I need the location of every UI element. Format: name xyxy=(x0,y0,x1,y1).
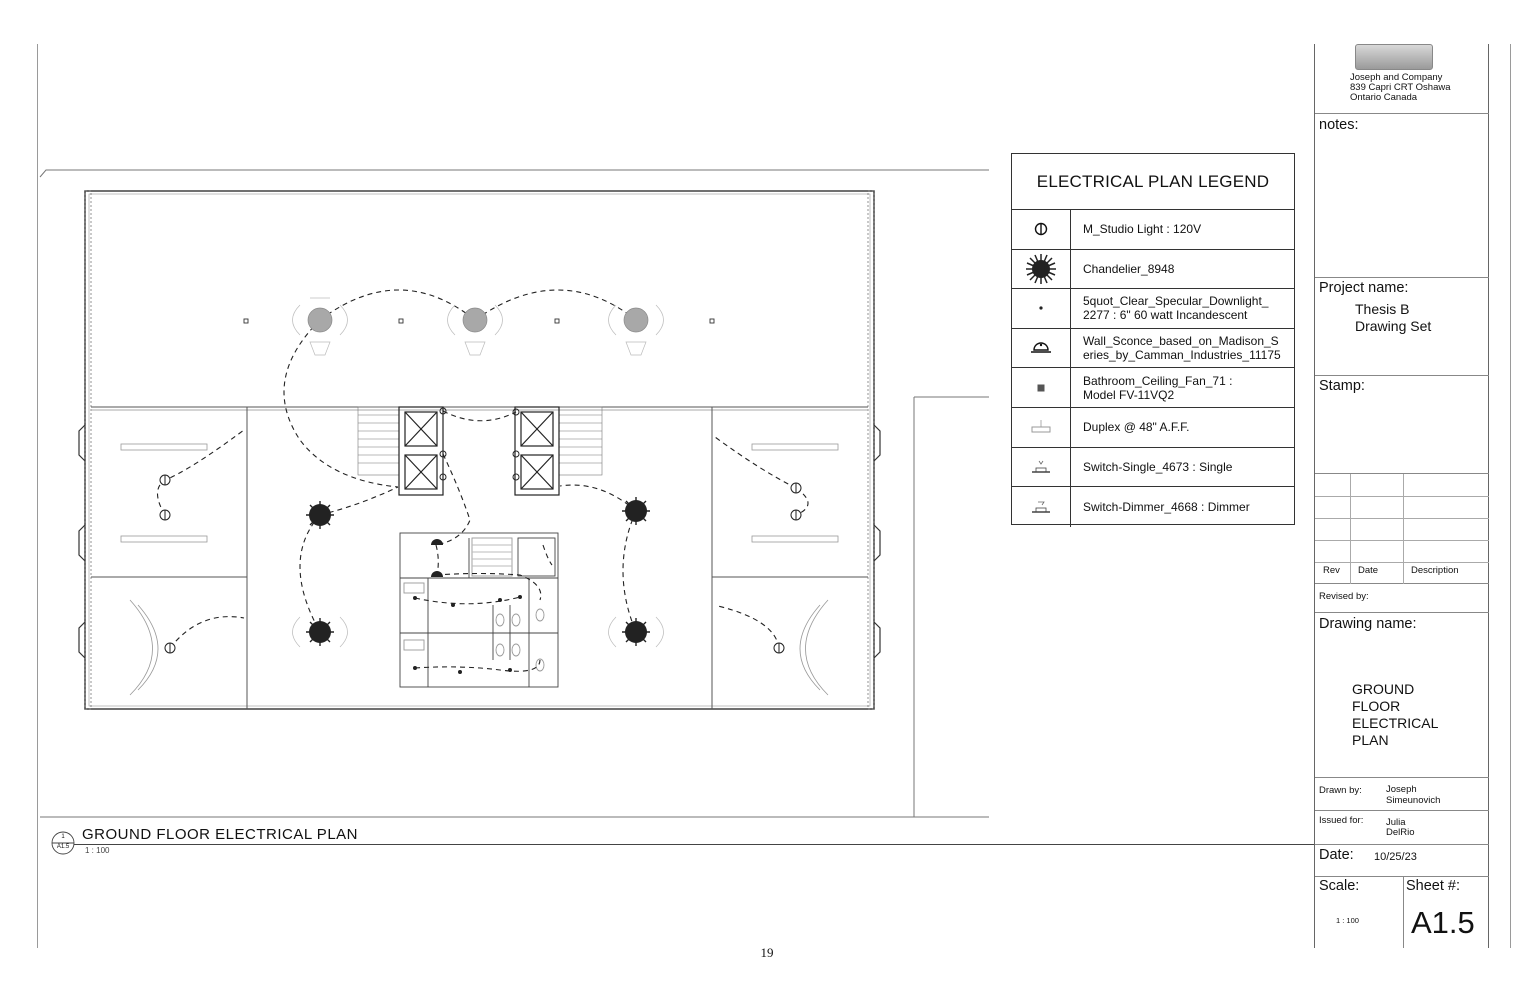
drawn-by-cell: Drawn by: Joseph Simeunovich xyxy=(1315,778,1489,811)
date-label: Date: xyxy=(1319,847,1354,863)
legend-row: Duplex @ 48" A.F.F. xyxy=(1012,407,1294,448)
chandelier-icon xyxy=(1012,249,1071,289)
scale-divider xyxy=(1403,877,1404,948)
legend-row: M_Studio Light : 120V xyxy=(1012,210,1294,250)
switch-single-icon xyxy=(1012,447,1071,487)
rev-header: Rev xyxy=(1323,565,1340,576)
date-value: 10/25/23 xyxy=(1374,851,1417,863)
project-name-line1: Thesis B xyxy=(1355,301,1410,317)
scale-label: Scale: xyxy=(1319,878,1360,894)
rev-line xyxy=(1315,518,1489,519)
legend-row: Wall_Sconce_based_on_Madison_S eries_by_… xyxy=(1012,328,1294,369)
plan-scale: 1 : 100 xyxy=(85,846,110,855)
page-number: 19 xyxy=(760,945,774,960)
legend-label: Switch-Dimmer_4668 : Dimmer xyxy=(1083,499,1250,514)
page-border-left xyxy=(37,44,38,948)
company-address: 839 Capri CRT Oshawa xyxy=(1350,82,1451,93)
description-header: Description xyxy=(1411,565,1459,576)
legend-row: 5quot_Clear_Specular_Downlight_ 2277 : 6… xyxy=(1012,289,1294,329)
legend-label: 5quot_Clear_Specular_Downlight_ 2277 : 6… xyxy=(1083,294,1269,323)
legend-title: ELECTRICAL PLAN LEGEND xyxy=(1012,154,1294,210)
legend-label: Switch-Single_4673 : Single xyxy=(1083,459,1233,474)
notes-label: notes: xyxy=(1319,117,1359,133)
legend-row: Chandelier_8948 xyxy=(1012,249,1294,290)
drawing-name-cell: Drawing name: GROUND FLOOR ELECTRICAL PL… xyxy=(1315,613,1489,778)
downlight-icon xyxy=(1012,289,1071,328)
legend-label: Duplex @ 48" A.F.F. xyxy=(1083,420,1190,435)
drawn-by-line2: Simeunovich xyxy=(1386,795,1441,806)
rev-line xyxy=(1315,496,1489,497)
studio-light-icon xyxy=(1012,210,1071,249)
ceiling-fan-icon xyxy=(1012,368,1071,407)
revised-by-cell: Revised by: xyxy=(1315,584,1489,613)
drawing-name-label: Drawing name: xyxy=(1319,616,1417,632)
legend-label: Bathroom_Ceiling_Fan_71 : Model FV-11VQ2 xyxy=(1083,373,1233,402)
project-name-line2: Drawing Set xyxy=(1355,318,1432,334)
date-header: Date xyxy=(1358,565,1379,576)
section-ref-top: 1 xyxy=(61,834,65,840)
duplex-icon xyxy=(1012,407,1071,447)
rev-line xyxy=(1315,562,1489,563)
wall-sconce-icon xyxy=(1012,328,1071,368)
title-rule xyxy=(52,844,1314,845)
revised-by-label: Revised by: xyxy=(1319,591,1369,602)
legend-row: Switch-Single_4673 : Single xyxy=(1012,447,1294,488)
issued-for-line2: DelRio xyxy=(1386,827,1415,838)
drawn-by-line1: Joseph xyxy=(1386,784,1417,795)
rev-grid: Rev Date Description xyxy=(1315,474,1489,584)
scale-sheet-cell: Scale: 1 : 100 Sheet #: A1.5 xyxy=(1315,877,1489,948)
project-cell: Project name: Thesis B Drawing Set xyxy=(1315,278,1489,376)
page-border-right xyxy=(1510,44,1511,948)
legend-label: Wall_Sconce_based_on_Madison_S eries_by_… xyxy=(1083,334,1281,363)
stamp-label: Stamp: xyxy=(1319,378,1365,394)
date-cell: Date: 10/25/23 xyxy=(1315,845,1489,877)
section-ref-bottom: A1.5 xyxy=(56,844,70,850)
sheet-number: A1.5 xyxy=(1411,905,1475,940)
sheet-label: Sheet #: xyxy=(1406,878,1461,894)
scale-value: 1 : 100 xyxy=(1336,916,1359,925)
plan-title: GROUND FLOOR ELECTRICAL PLAN xyxy=(82,826,358,843)
legend-label: M_Studio Light : 120V xyxy=(1083,222,1202,237)
company-name: Joseph and Company xyxy=(1350,72,1443,83)
drawn-by-label: Drawn by: xyxy=(1319,785,1362,796)
project-label: Project name: xyxy=(1319,280,1409,296)
rev-line xyxy=(1315,540,1489,541)
drawing-name-line1: GROUND xyxy=(1352,681,1415,697)
notes-cell: notes: xyxy=(1315,114,1489,278)
issued-for-line1: Julia xyxy=(1386,817,1406,828)
legend-label: Chandelier_8948 xyxy=(1083,261,1175,276)
drawing-name-line3: ELECTRICAL xyxy=(1352,715,1439,731)
switch-dimmer-icon xyxy=(1012,487,1071,527)
company-region: Ontario Canada xyxy=(1350,92,1418,103)
legend-row: Bathroom_Ceiling_Fan_71 : Model FV-11VQ2 xyxy=(1012,368,1294,408)
issued-for-label: Issued for: xyxy=(1319,815,1364,826)
title-block: Joseph and Company 839 Capri CRT Oshawa … xyxy=(1314,44,1489,948)
drawing-name-line2: FLOOR xyxy=(1352,698,1401,714)
stamp-cell: Stamp: xyxy=(1315,376,1489,474)
rev-col xyxy=(1403,474,1404,584)
issued-for-cell: Issued for: Julia DelRio xyxy=(1315,811,1489,845)
legend-row: Switch-Dimmer_4668 : Dimmer xyxy=(1012,487,1294,527)
company-cell: Joseph and Company 839 Capri CRT Oshawa … xyxy=(1315,44,1489,114)
rev-col xyxy=(1350,474,1351,584)
drawing-name-line4: PLAN xyxy=(1352,732,1389,748)
electrical-legend: ELECTRICAL PLAN LEGEND M_Studio Light : … xyxy=(1011,153,1295,527)
company-logo xyxy=(1355,44,1433,70)
